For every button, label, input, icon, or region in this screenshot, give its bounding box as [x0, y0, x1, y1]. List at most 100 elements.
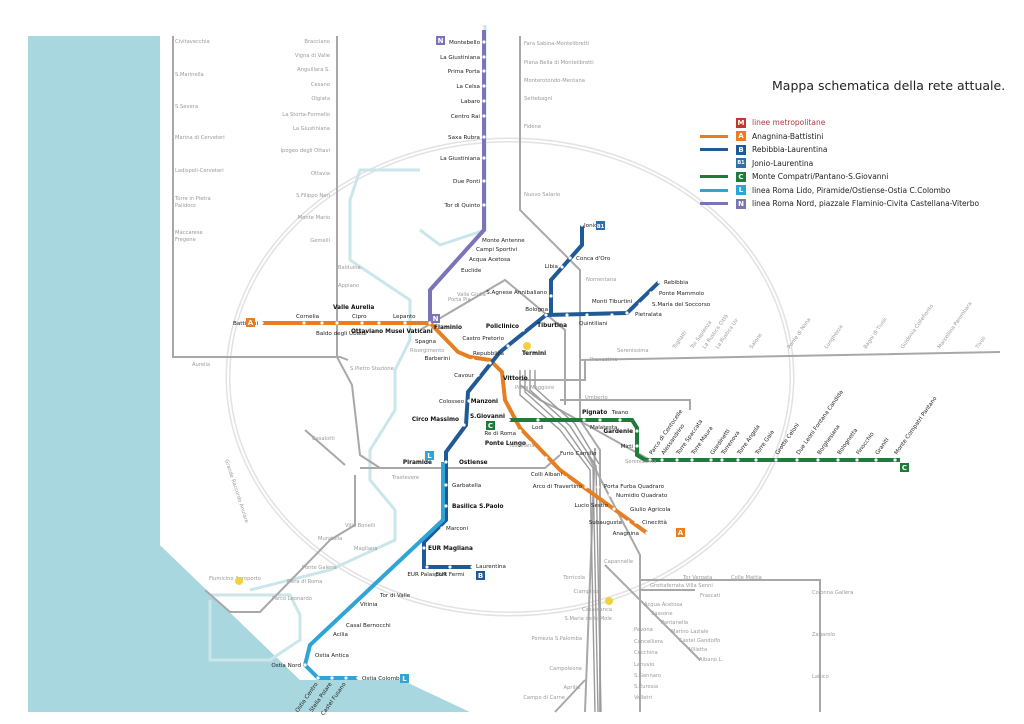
station-label: Piramide — [403, 460, 432, 466]
station-marker — [428, 321, 432, 325]
station-label: Libia — [545, 264, 558, 270]
svg-text:C: C — [488, 422, 493, 430]
station-label: EUR Fermi — [436, 572, 465, 578]
station-label: Lanuvio — [634, 662, 654, 668]
station-marker — [482, 179, 486, 183]
station-label: Ponte Galeria — [302, 565, 337, 571]
station-label: Tor Vergata — [682, 575, 712, 581]
station-marker — [482, 55, 486, 59]
svg-text:L: L — [427, 452, 432, 460]
station-label: Lepanto — [393, 314, 416, 320]
termini-rail-icon — [523, 342, 531, 350]
station-label: Acilia — [333, 632, 348, 638]
station-marker — [482, 84, 486, 88]
station-label: Ostia Colombo — [362, 676, 404, 682]
station-marker — [544, 456, 548, 460]
legend-label: Jonio-Laurentina — [752, 158, 814, 168]
station-marker — [657, 280, 661, 284]
station-marker — [528, 441, 532, 445]
badge-line-lido — [425, 451, 434, 460]
station-marker — [720, 458, 724, 462]
station-label: Ipogeo degli Ottavi — [281, 148, 330, 154]
station-marker — [645, 531, 649, 535]
station-label: Prima Porta — [448, 69, 480, 75]
legend-line-swatch — [700, 188, 728, 192]
station-label: Cornelia — [296, 314, 319, 320]
station-label: Cavour — [454, 373, 475, 379]
station-label: Fidene — [524, 124, 541, 130]
station-label: Battistini — [233, 321, 258, 327]
station-marker — [549, 294, 553, 298]
badge-line-a — [246, 318, 255, 327]
station-marker — [836, 458, 840, 462]
station-marker — [506, 344, 510, 348]
station-label: Cipro — [352, 314, 367, 320]
station-marker — [425, 565, 429, 569]
svg-text:A: A — [248, 319, 254, 327]
station-marker — [874, 458, 878, 462]
station-marker — [507, 414, 511, 418]
station-label: Labaro — [461, 99, 481, 105]
station-label: S.Marinella — [175, 72, 204, 78]
station-marker — [465, 257, 469, 261]
station-label: Torre in Pietra — [174, 196, 211, 202]
station-marker — [377, 321, 381, 325]
station-label: S.Severa — [175, 104, 198, 110]
station-marker — [335, 321, 339, 325]
station-marker — [368, 602, 372, 606]
station-label: EUR Palasport — [407, 572, 447, 578]
station-label: Balduina — [338, 265, 361, 271]
station-marker — [622, 507, 626, 511]
station-label: Casalotti — [312, 436, 335, 442]
station-label: Monte Mario — [298, 215, 330, 221]
station-label: Ottavia — [311, 171, 330, 177]
svg-text:C: C — [902, 464, 907, 472]
line-c — [509, 418, 900, 462]
station-label: Ostiense — [459, 460, 488, 466]
station-marker — [635, 429, 639, 433]
legend-line-swatch — [700, 121, 728, 124]
station-label: Malatesta — [590, 425, 617, 431]
regional-rail — [172, 36, 1001, 713]
station-label: Ostia Antica — [315, 653, 349, 659]
line-a — [262, 321, 649, 535]
station-marker — [448, 565, 452, 569]
station-label: La Celsa — [456, 84, 480, 90]
station-marker — [454, 355, 458, 359]
station-label: Parco Leonardo — [272, 596, 312, 602]
station-label: Magliana — [354, 546, 377, 552]
legend-badge: B — [736, 144, 746, 155]
station-label: Risorgimento — [410, 348, 444, 354]
svg-text:B: B — [478, 572, 483, 580]
station-label: Fara Sabina-Montelibretti — [524, 41, 589, 47]
station-label: Pignato — [582, 410, 607, 416]
legend-badge: N — [736, 198, 746, 209]
station-marker — [816, 458, 820, 462]
station-marker — [497, 376, 501, 380]
station-label: Zagarolo — [812, 632, 835, 638]
station-marker — [618, 418, 622, 422]
station-marker — [444, 504, 448, 508]
station-label: Tor di Quinto — [443, 203, 480, 209]
station-label: Sassone — [651, 611, 673, 617]
station-label: Aurelia — [192, 362, 210, 368]
station-label: Valle Aurelia — [333, 305, 374, 311]
station-label: Fiera di Roma — [287, 579, 322, 585]
station-label: Manzoni — [471, 399, 498, 405]
station-label: Lodi — [532, 425, 544, 431]
station-label: S.Eurosia — [634, 684, 658, 690]
station-label: Due Ponti — [453, 179, 480, 185]
station-marker — [482, 40, 486, 44]
station-marker — [634, 520, 638, 524]
sea-area — [28, 36, 470, 712]
station-label: Gemelli — [310, 238, 330, 244]
station-label: Centro Rai — [451, 114, 481, 120]
station-label: Colosseo — [439, 399, 465, 405]
station-label: Colli Albani — [531, 472, 563, 478]
station-marker — [444, 483, 448, 487]
station-marker — [482, 69, 486, 73]
svg-text:N: N — [433, 315, 439, 323]
station-label: Quintiliani — [579, 321, 608, 327]
